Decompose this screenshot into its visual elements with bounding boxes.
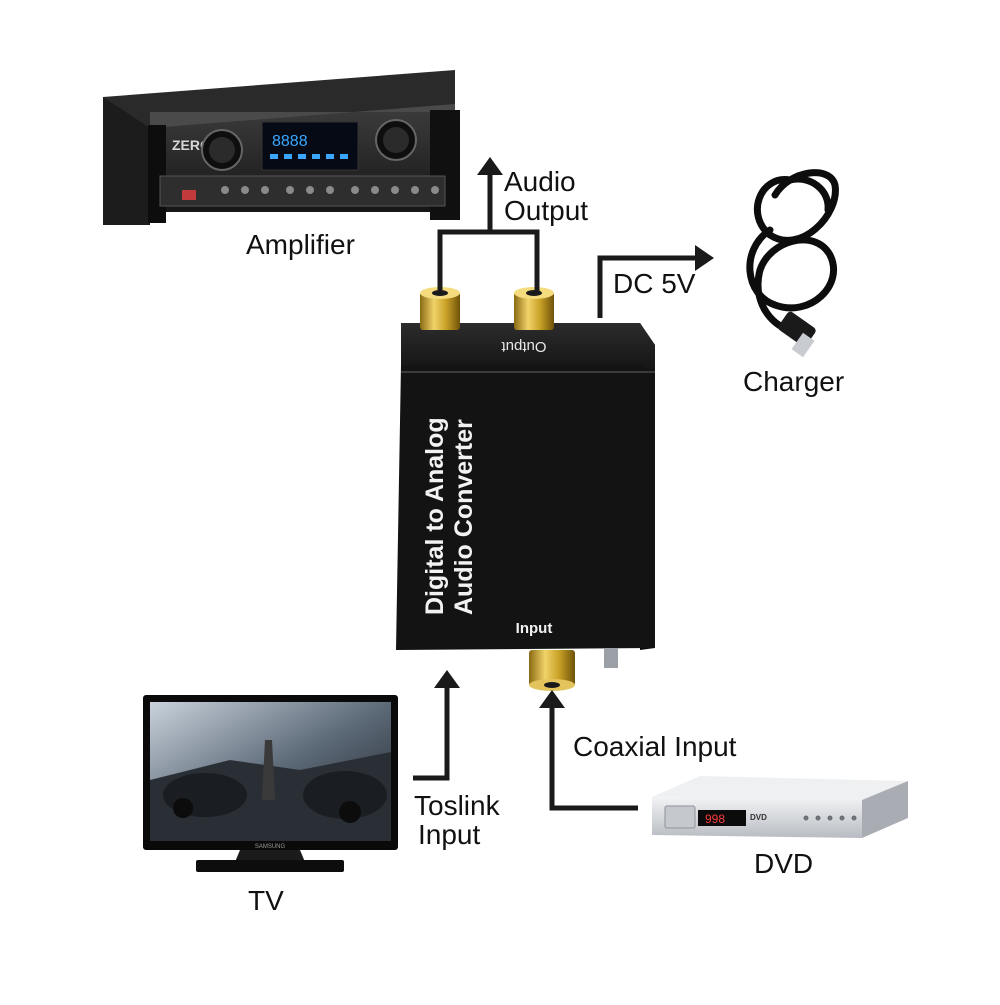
coaxial-input-label: Coaxial Input [573, 731, 737, 762]
dvd-display [698, 810, 746, 826]
optical-port [604, 648, 618, 668]
tv-brand: SAMSUNG [255, 844, 286, 850]
toslink-label-line2: Input [418, 819, 481, 850]
audio-output-arrowhead [477, 157, 503, 175]
dvd-device: 998 DVD [652, 776, 908, 838]
charger-label: Charger [743, 366, 845, 397]
dvd-logo: DVD [750, 813, 767, 822]
audio-output-label-line2: Output [504, 195, 589, 226]
converter-device: Output Digital to Analog Audio Converter… [396, 287, 655, 691]
rca-output-left [420, 287, 460, 330]
tv-label: TV [248, 885, 284, 916]
toslink-arrow [413, 685, 450, 781]
dc-arrow [597, 255, 698, 318]
amplifier-device: ZERO 8888 [103, 70, 460, 225]
coaxial-arrow [549, 705, 638, 811]
converter-title-line1: Digital to Analog [421, 417, 449, 615]
dc-arrowhead [695, 245, 714, 271]
input-port-label: Input [516, 620, 553, 637]
coaxial-input-jack [529, 650, 575, 691]
tv-device: SAMSUNG [143, 695, 398, 872]
amplifier-label: Amplifier [246, 229, 355, 260]
audio-output-arrow [437, 172, 540, 292]
converter-title-line2: Audio Converter [450, 419, 478, 615]
audio-output-label-line1: Audio [504, 166, 576, 197]
coaxial-arrowhead [539, 690, 565, 708]
dvd-display-text: 998 [705, 812, 725, 826]
toslink-arrowhead [434, 670, 460, 688]
amp-display-text: 8888 [272, 133, 308, 150]
charger-plug [778, 311, 816, 358]
dvd-label: DVD [754, 848, 814, 879]
output-port-label: Output [501, 338, 547, 355]
dc-label: DC 5V [613, 268, 696, 299]
rca-output-right [514, 287, 554, 330]
charger-cable [746, 169, 839, 334]
amp-display-panel [261, 121, 359, 171]
toslink-label-line1: Toslink [414, 790, 500, 821]
